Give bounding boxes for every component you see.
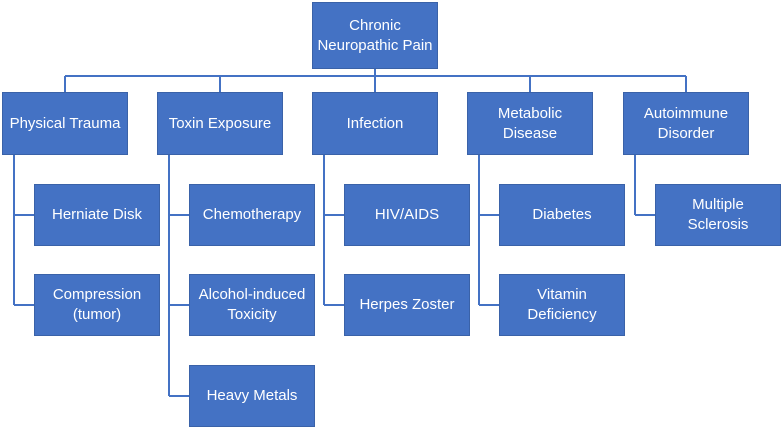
root-node-label: Chronic Neuropathic Pain <box>317 16 433 54</box>
child-compression-tumor-label: Compression (tumor) <box>52 286 142 323</box>
category-toxin-exposure-label: Toxin Exposure <box>168 114 272 132</box>
child-heavy-metals: Heavy Metals <box>189 365 315 427</box>
child-herniate-disk-label: Herniate Disk <box>51 206 143 223</box>
category-toxin-exposure: Toxin Exposure <box>157 92 283 155</box>
category-autoimmune-disorder-label: Autoimmune Disorder <box>643 104 729 142</box>
root-node: Chronic Neuropathic Pain <box>312 2 438 69</box>
child-hiv-aids-label: HIV/AIDS <box>374 206 440 223</box>
child-multiple-sclerosis-label: Multiple Sclerosis <box>687 196 749 233</box>
child-herpes-zoster: Herpes Zoster <box>344 274 470 336</box>
child-diabetes: Diabetes <box>499 184 625 246</box>
child-alcohol-induced-toxicity-label: Alcohol-induced Toxicity <box>198 286 306 323</box>
child-compression-tumor: Compression (tumor) <box>34 274 160 336</box>
category-physical-trauma: Physical Trauma <box>2 92 128 155</box>
child-diabetes-label: Diabetes <box>532 206 592 223</box>
child-chemotherapy: Chemotherapy <box>189 184 315 246</box>
child-vitamin-deficiency-label: Vitamin Deficiency <box>527 286 597 323</box>
category-autoimmune-disorder: Autoimmune Disorder <box>623 92 749 155</box>
child-chemotherapy-label: Chemotherapy <box>202 206 302 223</box>
child-hiv-aids: HIV/AIDS <box>344 184 470 246</box>
child-herpes-zoster-label: Herpes Zoster <box>359 296 455 313</box>
child-herniate-disk: Herniate Disk <box>34 184 160 246</box>
category-physical-trauma-label: Physical Trauma <box>9 114 121 132</box>
category-infection: Infection <box>312 92 438 155</box>
category-metabolic-disease: Metabolic Disease <box>467 92 593 155</box>
child-vitamin-deficiency: Vitamin Deficiency <box>499 274 625 336</box>
child-multiple-sclerosis: Multiple Sclerosis <box>655 184 781 246</box>
child-heavy-metals-label: Heavy Metals <box>206 387 298 404</box>
category-infection-label: Infection <box>346 114 404 132</box>
child-alcohol-induced-toxicity: Alcohol-induced Toxicity <box>189 274 315 336</box>
category-metabolic-disease-label: Metabolic Disease <box>497 104 563 142</box>
